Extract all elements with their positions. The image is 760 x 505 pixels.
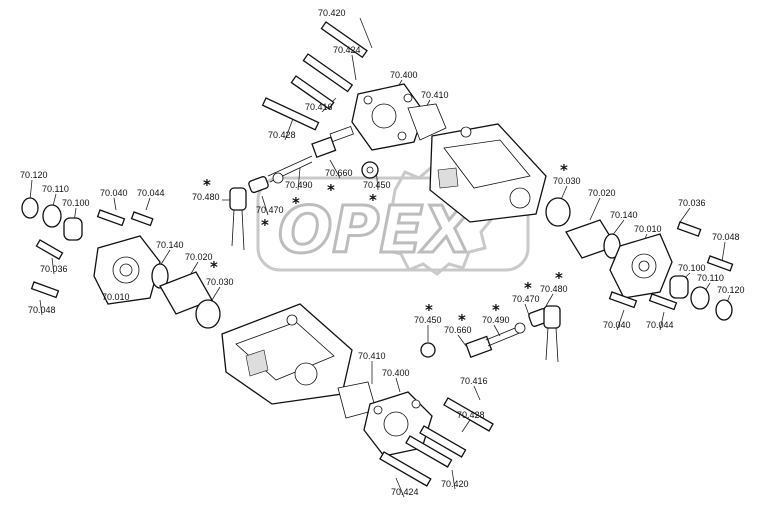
part-label-70040-left: 70.040 — [100, 188, 128, 198]
part-label-70470-bottom: 70.470 — [512, 294, 540, 304]
part-label-70428-bottom: 70.428 — [457, 410, 485, 420]
asterisk-marker: * — [203, 176, 211, 194]
asterisk-markers: * * * * * * * * * * * * — [203, 161, 568, 329]
part-label-70416-top: 70.416 — [305, 102, 333, 112]
asterisk-marker: * — [369, 191, 377, 209]
part-label-70110-right: 70.110 — [697, 273, 724, 283]
part-label-70120-right: 70.120 — [717, 285, 745, 295]
top-bolt-group — [261, 21, 368, 131]
upper-sensor-assembly — [229, 125, 379, 251]
part-label-70400-bottom: 70.400 — [382, 368, 410, 378]
part-label-70140-left: 70.140 — [156, 240, 184, 250]
asterisk-marker: * — [555, 269, 563, 287]
left-flange-assembly — [21, 197, 221, 329]
asterisk-marker: * — [261, 216, 269, 234]
part-label-70490-top: 70.490 — [285, 180, 313, 190]
part-label-70660-bottom: 70.660 — [444, 325, 472, 335]
asterisk-marker: * — [458, 311, 466, 329]
part-label-70480-bottom: 70.480 — [540, 284, 568, 294]
part-label-70490-bottom: 70.490 — [482, 315, 510, 325]
part-label-70420-bottom: 70.420 — [441, 479, 469, 489]
part-labels: 70.420 70.424 70.400 70.410 70.416 70.42… — [20, 8, 745, 497]
part-label-70030-right: 70.030 — [553, 176, 581, 186]
part-label-70400-top: 70.400 — [390, 70, 418, 80]
part-label-70100-left: 70.100 — [62, 198, 90, 208]
part-label-70424-top: 70.424 — [333, 45, 361, 55]
part-label-70424-bottom: 70.424 — [391, 487, 419, 497]
lower-valve-housing — [337, 381, 433, 457]
part-label-70660-top: 70.660 — [325, 168, 353, 178]
part-label-70036-right: 70.036 — [678, 198, 706, 208]
part-label-70040-right: 70.040 — [603, 320, 631, 330]
part-label-70048-right: 70.048 — [712, 232, 740, 242]
upper-valve-housing — [351, 83, 447, 151]
part-label-70020-left: 70.020 — [185, 252, 213, 262]
asterisk-marker: * — [492, 301, 500, 319]
part-label-70428-top: 70.428 — [268, 130, 296, 140]
part-label-70100-right: 70.100 — [678, 263, 706, 273]
part-label-70110-left: 70.110 — [42, 184, 69, 194]
part-label-70044-left: 70.044 — [137, 188, 165, 198]
asterisk-marker: * — [524, 279, 532, 297]
watermark-logo: OPEX — [256, 164, 530, 276]
part-label-70048-left: 70.048 — [28, 305, 56, 315]
lower-sensor-assembly — [420, 305, 561, 363]
right-flange-assembly — [545, 197, 734, 321]
watermark-text: OPEX — [278, 194, 475, 268]
asterisk-marker: * — [210, 258, 218, 276]
part-label-70450-top: 70.450 — [363, 180, 391, 190]
part-label-70036-left: 70.036 — [40, 264, 68, 274]
part-label-70410-top: 70.410 — [421, 90, 449, 100]
part-label-70470-top: 70.470 — [256, 205, 284, 215]
asterisk-marker: * — [292, 194, 300, 212]
lower-bolt-group — [379, 397, 494, 487]
lower-gear-unit — [221, 303, 353, 405]
part-label-70030-left: 70.030 — [206, 277, 234, 287]
asterisk-marker: * — [327, 181, 335, 199]
part-label-70480-top: 70.480 — [192, 192, 220, 202]
part-label-70140-right: 70.140 — [610, 210, 638, 220]
asterisk-marker: * — [425, 301, 433, 319]
part-label-70020-right: 70.020 — [588, 188, 616, 198]
part-label-70044-right: 70.044 — [646, 320, 674, 330]
part-label-70010-left: 70.010 — [102, 292, 130, 302]
part-label-70416-bottom: 70.416 — [460, 376, 488, 386]
asterisk-marker: * — [560, 161, 568, 179]
part-label-70010-right: 70.010 — [634, 224, 662, 234]
part-label-70410-bottom: 70.410 — [358, 351, 386, 361]
part-label-70420-top: 70.420 — [318, 8, 346, 18]
part-label-70450-bottom: 70.450 — [414, 315, 442, 325]
upper-gear-unit — [429, 123, 547, 223]
part-label-70120-left: 70.120 — [20, 170, 48, 180]
